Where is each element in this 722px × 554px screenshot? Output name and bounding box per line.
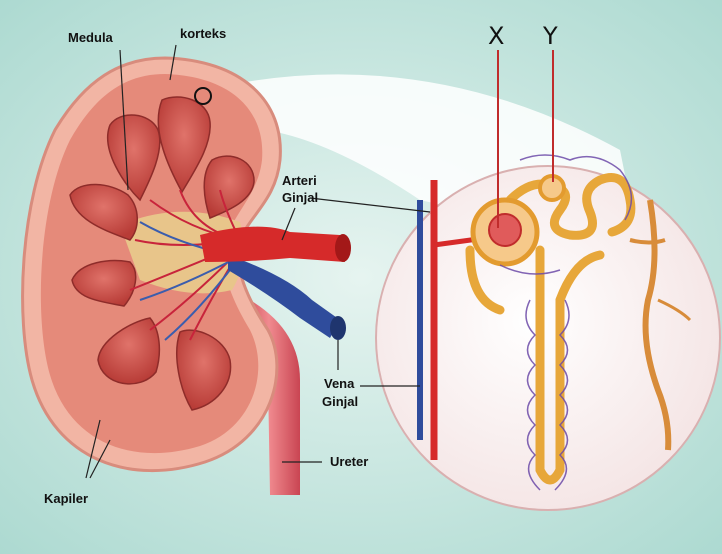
label-kapiler: Kapiler (44, 491, 88, 506)
label-arteri-line2: Ginjal (282, 190, 318, 205)
label-ureter: Ureter (330, 454, 368, 469)
label-medula: Medula (68, 30, 114, 45)
renal-artery-opening (335, 234, 351, 262)
label-vena-line2: Ginjal (322, 394, 358, 409)
label-korteks: korteks (180, 26, 226, 41)
glomerulus (489, 214, 521, 246)
label-arteri-line1: Arteri (282, 173, 317, 188)
label-y: Y (542, 22, 558, 50)
label-x: X (488, 22, 504, 50)
label-vena-line1: Vena (324, 376, 355, 391)
renal-vein-opening (330, 316, 346, 340)
